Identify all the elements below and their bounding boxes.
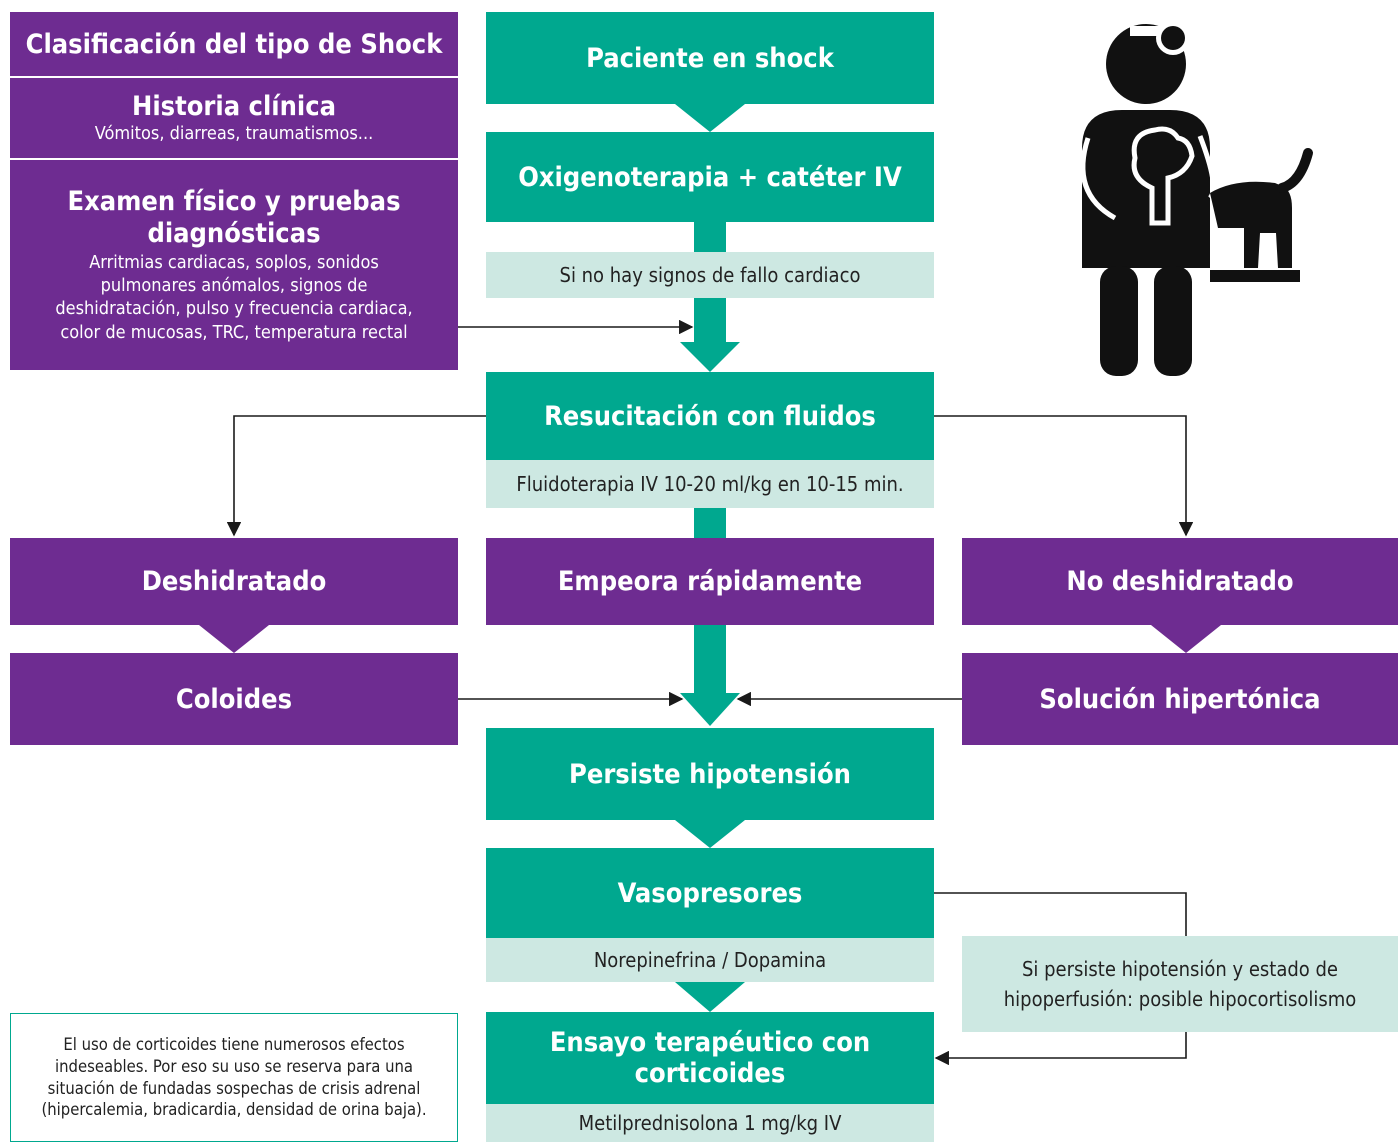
history-box: Historia clínica Vómitos, diarreas, trau… <box>10 78 458 158</box>
exam-sub-line3: deshidratación, pulso y frecuencia cardi… <box>55 298 413 320</box>
exam-title-line2: diagnósticas <box>147 218 321 250</box>
colloids-label: Coloides <box>175 683 293 715</box>
corticoid-trial-box: Ensayo terapéutico con corticoides <box>486 1012 934 1104</box>
flow-arrow <box>1151 625 1221 653</box>
note-line4: (hipercalemia, bradicardia, densidad de … <box>41 1100 427 1120</box>
history-title: Historia clínica <box>132 90 336 122</box>
flow-arrow <box>680 342 740 372</box>
history-subtitle: Vómitos, diarreas, traumatismos... <box>94 122 374 144</box>
persistent-hypotension-box: Persiste hipotensión <box>486 728 934 820</box>
exam-sub-line4: color de mucosas, TRC, temperatura recta… <box>60 321 408 343</box>
hypocortisolism-line2: hipoperfusión: posible hipocortisolismo <box>1003 987 1357 1011</box>
shock-classification-title: Clasificación del tipo de Shock <box>25 28 443 60</box>
flow-arrow <box>675 820 745 848</box>
vasopressor-drugs-label: Norepinefrina / Dopamina <box>593 948 827 972</box>
flow-arrow <box>675 104 745 132</box>
corticoid-warning-note: El uso de corticoides tiene numerosos ef… <box>10 1013 458 1142</box>
dehydrated-label: Deshidratado <box>141 566 327 597</box>
oxygen-therapy-label: Oxigenoterapia + catéter IV <box>518 161 902 193</box>
exam-sub-line1: Arritmias cardiacas, soplos, sonidos <box>89 251 379 273</box>
flow-bar <box>694 222 726 252</box>
flow-arrow <box>199 625 269 653</box>
corticoid-dose-box: Metilprednisolona 1 mg/kg IV <box>486 1104 934 1142</box>
veterinarian-with-dog-icon <box>1060 18 1320 382</box>
worsens-rapidly-box: Empeora rápidamente <box>486 538 934 625</box>
hypocortisolism-line1: Si persiste hipotensión y estado de <box>1021 957 1338 981</box>
corticoid-trial-label: Ensayo terapéutico con corticoides <box>549 1027 871 1089</box>
flow-arrow <box>680 693 740 726</box>
worsens-rapidly-label: Empeora rápidamente <box>557 566 863 597</box>
fluid-resuscitation-box: Resucitación con fluidos <box>486 372 934 460</box>
flow-bar <box>694 625 726 695</box>
exam-sub-line2: pulmonares anómalos, signos de <box>100 275 368 296</box>
no-heart-failure-label: Si no hay signos de fallo cardiaco <box>559 263 861 287</box>
no-heart-failure-box: Si no hay signos de fallo cardiaco <box>486 252 934 298</box>
flow-bar <box>694 508 726 538</box>
flow-arrow <box>675 982 745 1012</box>
hypertonic-solution-label: Solución hipertónica <box>1039 683 1321 715</box>
fluid-therapy-label: Fluidoterapia IV 10-20 ml/kg en 10-15 mi… <box>516 472 904 496</box>
colloids-box: Coloides <box>10 653 458 745</box>
fluid-therapy-box: Fluidoterapia IV 10-20 ml/kg en 10-15 mi… <box>486 460 934 508</box>
vasopressor-drugs-box: Norepinefrina / Dopamina <box>486 938 934 982</box>
exam-box: Examen físico y pruebas diagnósticas Arr… <box>10 160 458 370</box>
oxygen-therapy-box: Oxigenoterapia + catéter IV <box>486 132 934 222</box>
flow-bar <box>694 298 726 344</box>
note-line1: El uso de corticoides tiene numerosos ef… <box>63 1034 405 1054</box>
hypocortisolism-box: Si persiste hipotensión y estado de hipo… <box>962 936 1398 1032</box>
patient-in-shock-box: Paciente en shock <box>486 12 934 104</box>
fluid-resuscitation-label: Resucitación con fluidos <box>544 400 876 432</box>
not-dehydrated-box: No deshidratado <box>962 538 1398 625</box>
note-line3: situación de fundadas sospechas de crisi… <box>47 1078 421 1098</box>
not-dehydrated-label: No deshidratado <box>1066 566 1294 597</box>
shock-classification-header: Clasificación del tipo de Shock <box>10 12 458 76</box>
vasopressors-label: Vasopresores <box>617 877 803 909</box>
persistent-hypotension-label: Persiste hipotensión <box>569 758 851 790</box>
note-line2: indeseables. Por eso su uso se reserva p… <box>55 1056 413 1076</box>
patient-in-shock-label: Paciente en shock <box>586 42 834 74</box>
corticoid-dose-label: Metilprednisolona 1 mg/kg IV <box>578 1111 842 1135</box>
hypertonic-solution-box: Solución hipertónica <box>962 653 1398 745</box>
exam-title-line1: Examen físico y pruebas <box>67 185 401 217</box>
dehydrated-box: Deshidratado <box>10 538 458 625</box>
vasopressors-box: Vasopresores <box>486 848 934 938</box>
